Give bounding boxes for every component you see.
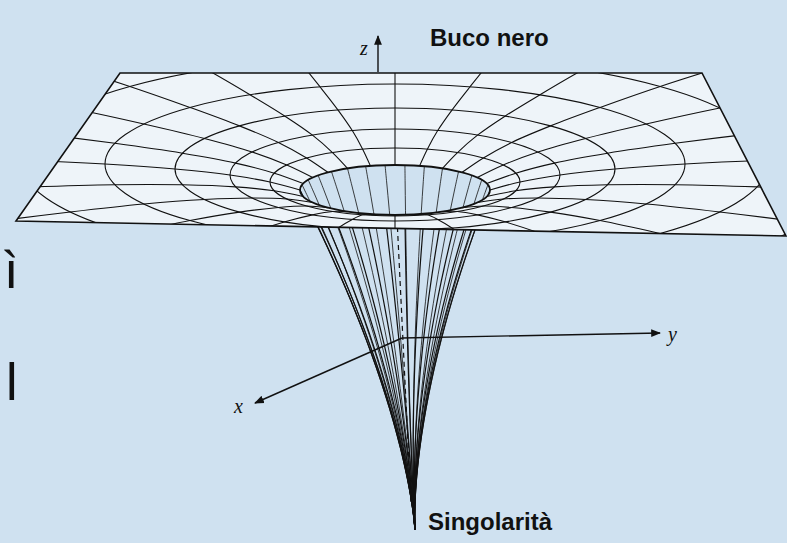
title-label: Buco nero — [430, 26, 549, 50]
grid-ray — [420, 214, 680, 444]
funnel-line — [415, 180, 482, 530]
grid-ring — [300, 165, 490, 215]
grid-ray — [0, 150, 300, 190]
grid-ray — [487, 184, 787, 228]
funnel-line — [302, 195, 415, 530]
grid-ray — [420, 0, 680, 166]
grid-ray — [394, 0, 395, 165]
axis-label: y — [668, 324, 677, 344]
grid-ray — [0, 206, 328, 366]
grid-ray — [110, 0, 370, 166]
z-axis — [378, 36, 379, 72]
funnel-line — [331, 209, 415, 530]
funnel-line — [415, 185, 488, 530]
grid-ray — [0, 0, 313, 178]
funnel-line — [415, 190, 490, 530]
funnel-line — [308, 180, 415, 530]
axis-label: x — [234, 396, 243, 416]
spacetime-plane — [0, 0, 787, 455]
grid-ring — [0, 0, 787, 327]
funnel-line — [308, 200, 415, 530]
grid-ray — [0, 198, 313, 303]
y-axis — [402, 333, 660, 338]
grid-ring — [0, 24, 787, 290]
plane-surface — [16, 73, 786, 236]
grid-ray — [0, 0, 328, 172]
singularity-label: Singolarità — [428, 510, 552, 534]
z-axis — [377, 36, 378, 72]
grid-ray — [0, 211, 348, 414]
funnel-line — [300, 190, 415, 530]
grid-ray — [394, 215, 395, 455]
grid-ray — [443, 211, 787, 414]
plane-grid — [0, 0, 787, 455]
funnel-line — [415, 195, 488, 530]
grid-ray — [110, 214, 370, 444]
z-axis-dashed — [397, 218, 411, 505]
axes — [255, 218, 660, 505]
text-fragment: l — [6, 356, 18, 408]
plane-border — [16, 73, 786, 236]
text-fragment: ì — [4, 244, 18, 296]
funnel-line — [385, 215, 415, 530]
grid-ray — [0, 71, 303, 183]
grid-ray — [477, 198, 787, 303]
grid-ray — [0, 0, 348, 168]
x-axis — [255, 338, 402, 403]
funnel-line — [415, 205, 472, 530]
grid-ray — [487, 71, 787, 183]
axis-label: z — [360, 38, 368, 58]
